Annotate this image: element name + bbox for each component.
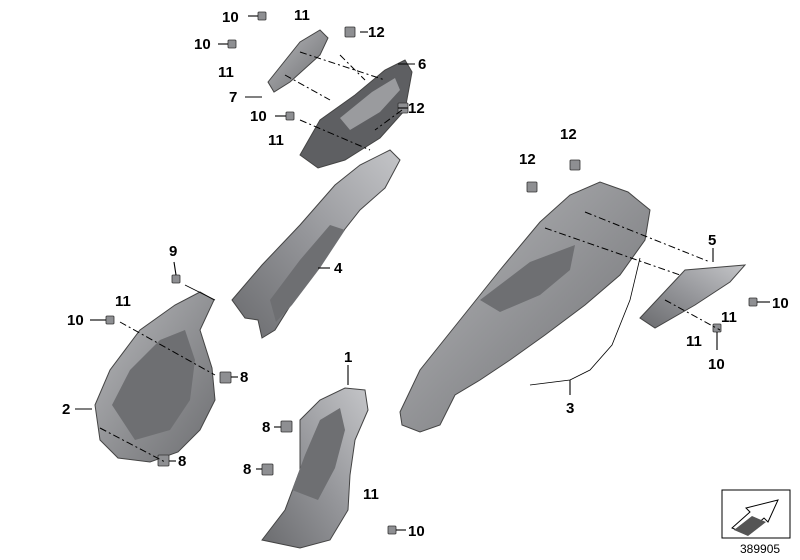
callout-11: 11 <box>686 333 702 350</box>
part-7-cover <box>267 29 329 93</box>
callout-4: 4 <box>334 260 343 277</box>
callout-labels: 10 11 12 10 6 11 7 12 10 11 12 12 5 9 4 … <box>62 7 789 540</box>
callout-10: 10 <box>222 9 239 26</box>
callout-12: 12 <box>519 151 536 168</box>
callout-11: 11 <box>721 309 737 326</box>
callout-7: 7 <box>229 89 237 106</box>
part-6-highlight <box>340 78 400 130</box>
part-3-panel <box>399 181 651 433</box>
callout-8: 8 <box>240 369 248 386</box>
callout-12: 12 <box>408 100 425 117</box>
callout-10: 10 <box>708 356 725 373</box>
part-4-inner <box>270 225 345 322</box>
callout-11: 11 <box>294 7 310 24</box>
callout-6: 6 <box>418 56 426 73</box>
callout-8: 8 <box>243 461 251 478</box>
callout-2: 2 <box>62 401 70 418</box>
leader-lines <box>75 15 770 531</box>
part-2-inner <box>112 330 195 440</box>
callout-8: 8 <box>262 419 270 436</box>
assembly-lines <box>99 51 721 463</box>
callout-8: 8 <box>178 453 186 470</box>
callout-11: 11 <box>218 64 234 81</box>
callout-1: 1 <box>344 349 352 366</box>
callout-10: 10 <box>250 108 267 125</box>
document-number: 389905 <box>740 542 780 556</box>
callout-10: 10 <box>772 295 789 312</box>
callout-11: 11 <box>115 293 131 310</box>
callout-9: 9 <box>169 243 177 260</box>
orientation-arrow-icon <box>721 489 791 539</box>
callout-3: 3 <box>566 400 574 417</box>
callout-10: 10 <box>408 523 425 540</box>
part-5-plate <box>639 264 747 329</box>
part-3-inner <box>480 245 575 312</box>
callout-12: 12 <box>368 24 385 41</box>
callout-11: 11 <box>363 486 379 503</box>
part-1-inner <box>292 408 345 500</box>
callout-5: 5 <box>708 232 716 249</box>
callout-10: 10 <box>67 312 84 329</box>
callout-10: 10 <box>194 36 211 53</box>
callout-11: 11 <box>268 132 284 149</box>
callout-12: 12 <box>560 126 577 143</box>
screw-icon-group <box>105 11 758 535</box>
